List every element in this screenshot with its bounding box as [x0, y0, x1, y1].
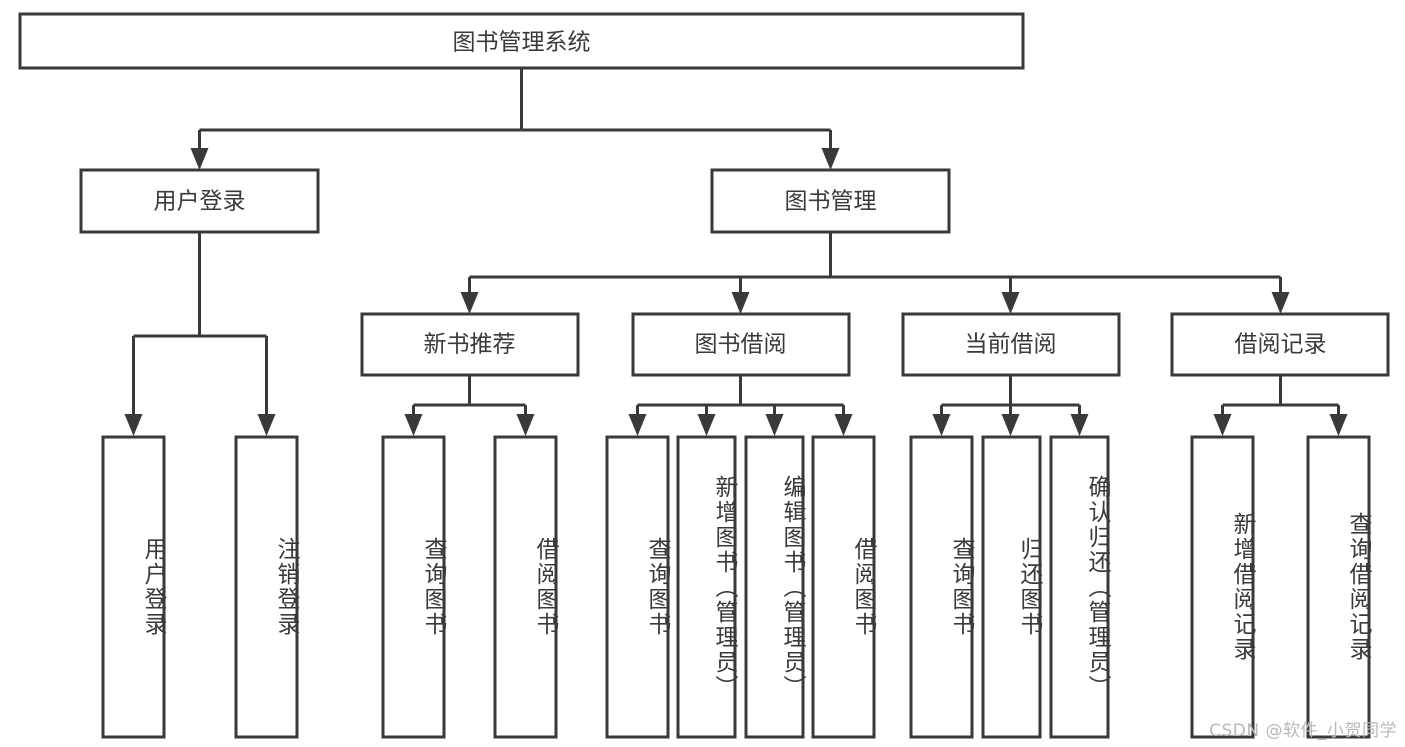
leaf-box-current-borrow-1[interactable] — [909, 435, 974, 739]
node-borrow-record[interactable]: 借阅记录 — [1170, 312, 1390, 377]
connector-group-new-book-to-leaves — [404, 375, 535, 436]
leaf-box-book-borrow-2[interactable] — [676, 435, 737, 739]
leaf-box-book-borrow-3[interactable] — [744, 435, 805, 739]
node-current-borrow[interactable]: 当前借阅 — [901, 312, 1121, 377]
node-book-borrow[interactable]: 图书借阅 — [631, 312, 851, 377]
arrow-head-icon — [404, 414, 423, 436]
node-root-box[interactable] — [18, 12, 1025, 70]
node-root-label: 图书管理系统 — [453, 30, 591, 56]
node-borrow-record-label: 借阅记录 — [1235, 332, 1327, 358]
watermark-text: CSDN @软件_小贺同学 — [1209, 721, 1397, 741]
leaf-box-new-book-2[interactable] — [493, 435, 558, 739]
node-user-login[interactable]: 用户登录 — [79, 168, 320, 234]
arrow-head-icon — [628, 414, 647, 436]
arrow-head-icon — [516, 414, 535, 436]
node-book-management-box[interactable] — [710, 168, 951, 234]
leaf-box-borrow-record-1[interactable] — [1190, 435, 1255, 739]
arrow-head-icon — [932, 414, 951, 436]
connector-group-current-borrow-to-leaves — [932, 375, 1089, 436]
connector-group-book-manage-to-level3 — [460, 232, 1290, 314]
node-new-book-recommend-box[interactable] — [360, 312, 580, 377]
node-root-book-management-system[interactable]: 图书管理系统 — [18, 12, 1025, 70]
node-user-login-box[interactable] — [79, 168, 320, 234]
arrow-head-icon — [821, 148, 840, 170]
node-book-borrow-box[interactable] — [631, 312, 851, 377]
node-new-book-recommend-label: 新书推荐 — [424, 332, 516, 358]
arrow-head-icon — [1001, 414, 1020, 436]
connector-group-borrow-record-to-leaves — [1213, 375, 1348, 436]
leaf-box-current-borrow-3[interactable] — [1049, 435, 1110, 739]
node-book-management[interactable]: 图书管理 — [710, 168, 951, 234]
arrow-head-icon — [1329, 414, 1348, 436]
node-current-borrow-box[interactable] — [901, 312, 1121, 377]
leaf-box-current-borrow-2[interactable] — [981, 435, 1042, 739]
arrow-head-icon — [257, 414, 276, 436]
arrow-head-icon — [124, 414, 143, 436]
arrow-head-icon — [1213, 414, 1232, 436]
node-borrow-record-box[interactable] — [1170, 312, 1390, 377]
arrow-head-icon — [765, 414, 784, 436]
arrow-head-icon — [1070, 414, 1089, 436]
leaf-box-book-borrow-4[interactable] — [811, 435, 876, 739]
node-book-borrow-label: 图书借阅 — [695, 332, 787, 358]
arrow-head-icon — [1271, 292, 1290, 314]
connector-group-root-to-level2 — [190, 68, 840, 170]
node-user-login-label: 用户登录 — [154, 189, 246, 215]
leaf-box-book-borrow-1[interactable] — [605, 435, 670, 739]
node-new-book-recommend[interactable]: 新书推荐 — [360, 312, 580, 377]
arrow-head-icon — [834, 414, 853, 436]
node-book-management-label: 图书管理 — [785, 189, 877, 215]
leaf-box-borrow-record-2[interactable] — [1306, 435, 1371, 739]
arrow-head-icon — [460, 292, 479, 314]
arrow-head-icon — [190, 148, 209, 170]
leaf-box-user-login-1[interactable] — [101, 435, 166, 739]
connector-group-user-login-to-leaves — [124, 232, 276, 436]
node-current-borrow-label: 当前借阅 — [965, 332, 1057, 358]
arrow-head-icon — [697, 414, 716, 436]
arrow-head-icon — [1001, 292, 1020, 314]
leaf-box-new-book-1[interactable] — [381, 435, 446, 739]
connector-group-book-borrow-to-leaves — [628, 375, 853, 436]
leaf-box-user-login-2[interactable] — [234, 435, 299, 739]
arrow-head-icon — [731, 292, 750, 314]
